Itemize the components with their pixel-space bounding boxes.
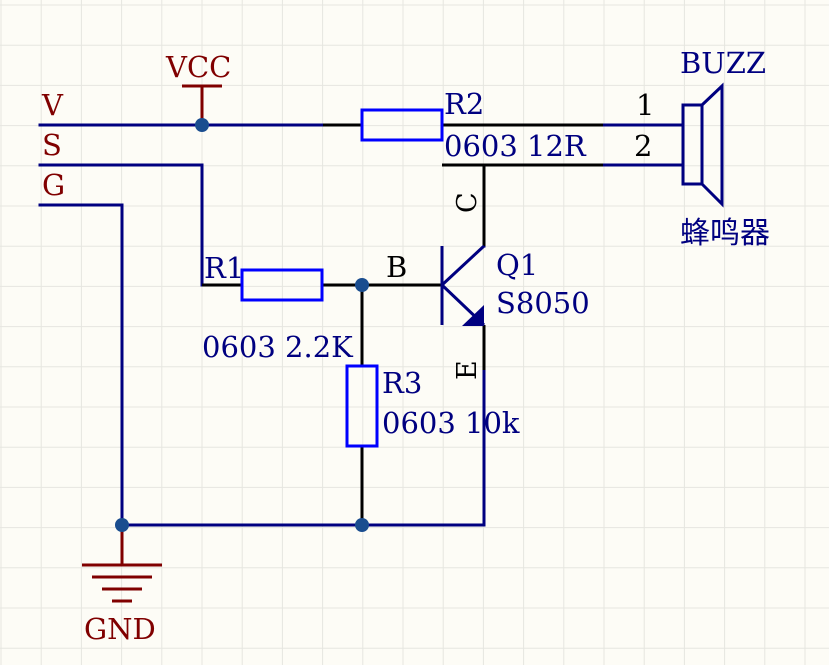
pin-stubs <box>202 123 603 525</box>
buzzer-designator: BUZZ <box>680 46 766 80</box>
junction-dot <box>355 518 369 532</box>
q1-emitter-arrow <box>462 305 484 326</box>
buzzer-body <box>681 103 704 186</box>
r1-designator: R1 <box>204 251 244 285</box>
gnd-label: GND <box>84 612 156 646</box>
buzzer-symbol[interactable] <box>681 82 724 208</box>
connector-pin-v-label: V <box>41 88 64 122</box>
connector-pin-g-label: G <box>42 168 65 202</box>
junctions <box>115 118 369 532</box>
q1-pin-b-label: B <box>386 250 407 284</box>
buzzer-pin1-label: 1 <box>636 88 654 122</box>
junction-dot <box>195 118 209 132</box>
q1-designator: Q1 <box>496 248 538 282</box>
q1-part: S8050 <box>496 286 590 320</box>
wire-gnd-bus <box>120 361 486 527</box>
junction-dot <box>115 518 129 532</box>
r3-body[interactable] <box>345 364 379 448</box>
r1-value: 0603 2.2K <box>202 330 354 364</box>
junction-dot <box>355 278 369 292</box>
resistors <box>240 108 444 448</box>
r3-value: 0603 10k <box>382 406 520 440</box>
q1-collector-leg <box>440 244 486 287</box>
buzzer-horn <box>700 82 724 208</box>
r2-body[interactable] <box>360 108 444 142</box>
q1-pin-e-label: E <box>452 360 483 380</box>
r2-value: 0603 12R <box>444 129 587 163</box>
vcc-label: VCC <box>165 50 231 84</box>
r3-designator: R3 <box>382 366 422 400</box>
connector-pin-s-label: S <box>42 128 62 162</box>
wire-g-net <box>38 203 124 527</box>
r2-designator: R2 <box>444 87 484 121</box>
wire-s-net <box>38 163 204 287</box>
r1-body[interactable] <box>240 268 324 302</box>
q1-pin-c-label: C <box>452 192 483 213</box>
buzzer-pin2-label: 2 <box>634 129 652 163</box>
transistor-q1-symbol[interactable] <box>440 244 486 327</box>
buzzer-name: 蜂鸣器 <box>680 216 770 251</box>
labels: V S G VCC GND R2 0603 12R R1 0603 2.2K R… <box>41 46 770 646</box>
